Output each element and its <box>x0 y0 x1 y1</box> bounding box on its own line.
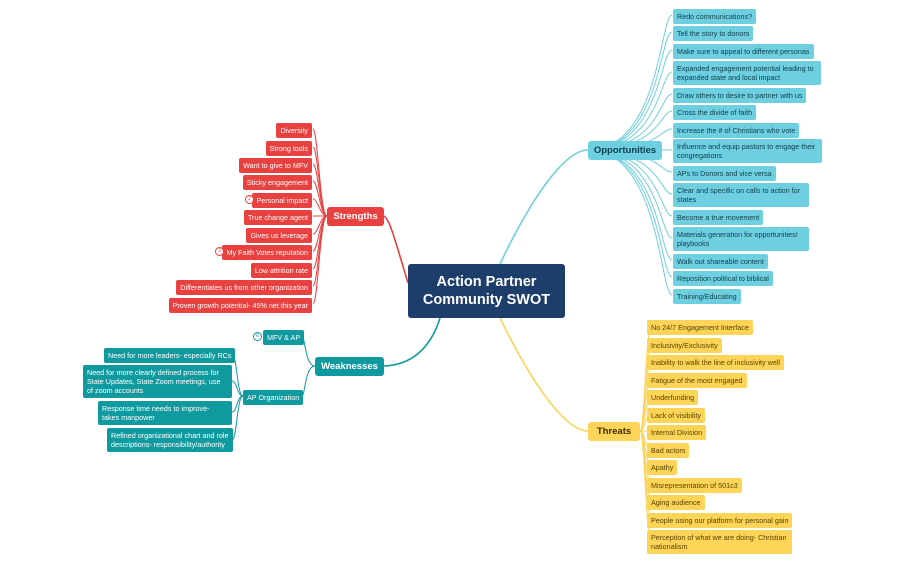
strength-item[interactable]: Low attrition rate <box>250 263 312 278</box>
opportunity-item[interactable]: Influence and equip pastors to engage th… <box>673 139 822 163</box>
link-strengths <box>383 215 409 284</box>
threat-item[interactable]: Apathy <box>647 460 678 475</box>
opportunity-item[interactable]: Walk out shareable content <box>673 254 768 269</box>
threat-item[interactable]: Lack of visibility <box>647 408 705 423</box>
threat-item[interactable]: No 24/7 Engagement Interface <box>647 320 753 335</box>
link-threats <box>499 317 589 432</box>
weakness-item[interactable]: Refined organizational chart and role de… <box>107 428 233 452</box>
strength-item[interactable]: Proven growth potential- 45% net this ye… <box>168 298 312 313</box>
threat-item[interactable]: Internal Division <box>647 425 707 440</box>
central-topic[interactable]: Action Partner Community SWOT <box>408 264 565 318</box>
strength-item[interactable]: Diversity <box>276 123 312 138</box>
weakness-item[interactable]: Response time needs to improve- takes ma… <box>98 401 232 425</box>
weakness-subtopic-ap-organization[interactable]: AP Organization <box>243 390 304 405</box>
threat-item[interactable]: Underfunding <box>647 390 699 405</box>
strength-item[interactable]: Differentiates us from other organizatio… <box>176 280 312 295</box>
branch-weaknesses-label: Weaknesses <box>321 361 378 372</box>
branch-strengths-label: Strengths <box>333 211 378 222</box>
weakness-item[interactable]: Need for more clearly defined process fo… <box>83 365 232 398</box>
branch-threats[interactable]: Threats <box>588 422 640 441</box>
branch-opportunities-label: Opportunities <box>593 145 657 156</box>
comment-count-badge[interactable]: 2 <box>245 195 254 204</box>
opportunity-item[interactable]: Cross the divide of faith <box>673 105 757 120</box>
strength-item[interactable]: Personal impact <box>252 193 312 208</box>
threat-item[interactable]: People using our platform for personal g… <box>647 513 793 528</box>
strength-item[interactable]: Gives us leverage <box>246 228 312 243</box>
opportunity-item[interactable]: Tell the story to donors <box>673 26 754 41</box>
link-weaknesses <box>383 317 441 367</box>
opportunity-item[interactable]: Expanded engagement potential leading to… <box>673 61 821 85</box>
weaknesses-links <box>231 335 316 441</box>
threat-item[interactable]: Perception of what we are doing- Christi… <box>647 530 792 554</box>
opportunity-item[interactable]: Make sure to appeal to different persona… <box>673 44 814 59</box>
branch-opportunities[interactable]: Opportunities <box>588 141 662 160</box>
threat-item[interactable]: Bad actors <box>647 443 690 458</box>
central-title-line1: Action Partner <box>436 274 537 290</box>
threat-item[interactable]: Misrepresentation of 501c3 <box>647 478 742 493</box>
link-opportunities <box>499 149 589 265</box>
weakness-item[interactable]: Need for more leaders- especially RCs <box>104 348 236 363</box>
opportunity-item[interactable]: Become a true movement <box>673 210 764 225</box>
threat-item[interactable]: Fatigue of the most engaged <box>647 373 747 388</box>
branch-threats-label: Threats <box>596 426 632 437</box>
central-title-line2: Community SWOT <box>422 292 551 308</box>
opportunity-item[interactable]: Materials generation for opportunities/ … <box>673 227 809 251</box>
weakness-subtopic-mfv[interactable]: MFV & AP <box>263 330 305 345</box>
opportunity-item[interactable]: Redo communications? <box>673 9 757 24</box>
comment-count-badge[interactable]: 3 <box>215 247 224 256</box>
strength-item[interactable]: True change agent <box>243 210 312 225</box>
opportunity-item[interactable]: Draw others to desire to partner with us <box>673 88 807 103</box>
opportunity-item[interactable]: Increase the # of Christians who vote <box>673 123 800 138</box>
branch-weaknesses[interactable]: Weaknesses <box>315 357 384 376</box>
comment-count-badge[interactable]: 6 <box>253 332 262 341</box>
strength-item[interactable]: My Faith Votes reputation <box>222 245 312 260</box>
strengths-links <box>312 128 328 305</box>
opportunity-item[interactable]: APs to Donors and vice versa <box>673 166 776 181</box>
branch-strengths[interactable]: Strengths <box>327 207 384 226</box>
strength-item[interactable]: Want to give to MFV <box>239 158 312 173</box>
threat-item[interactable]: Inclusivity/Exclusivity <box>647 338 722 353</box>
strength-item[interactable]: Sticky engagement <box>242 175 312 190</box>
opportunity-item[interactable]: Reposition political to biblical <box>673 271 773 286</box>
threat-item[interactable]: Inability to walk the line of inclusivit… <box>647 355 785 370</box>
strength-item[interactable]: Strong tools <box>265 141 312 156</box>
opportunity-item[interactable]: Clear and specific on calls to action fo… <box>673 183 809 207</box>
opportunity-item[interactable]: Training/Educating <box>673 289 741 304</box>
threat-item[interactable]: Aging audience <box>647 495 705 510</box>
